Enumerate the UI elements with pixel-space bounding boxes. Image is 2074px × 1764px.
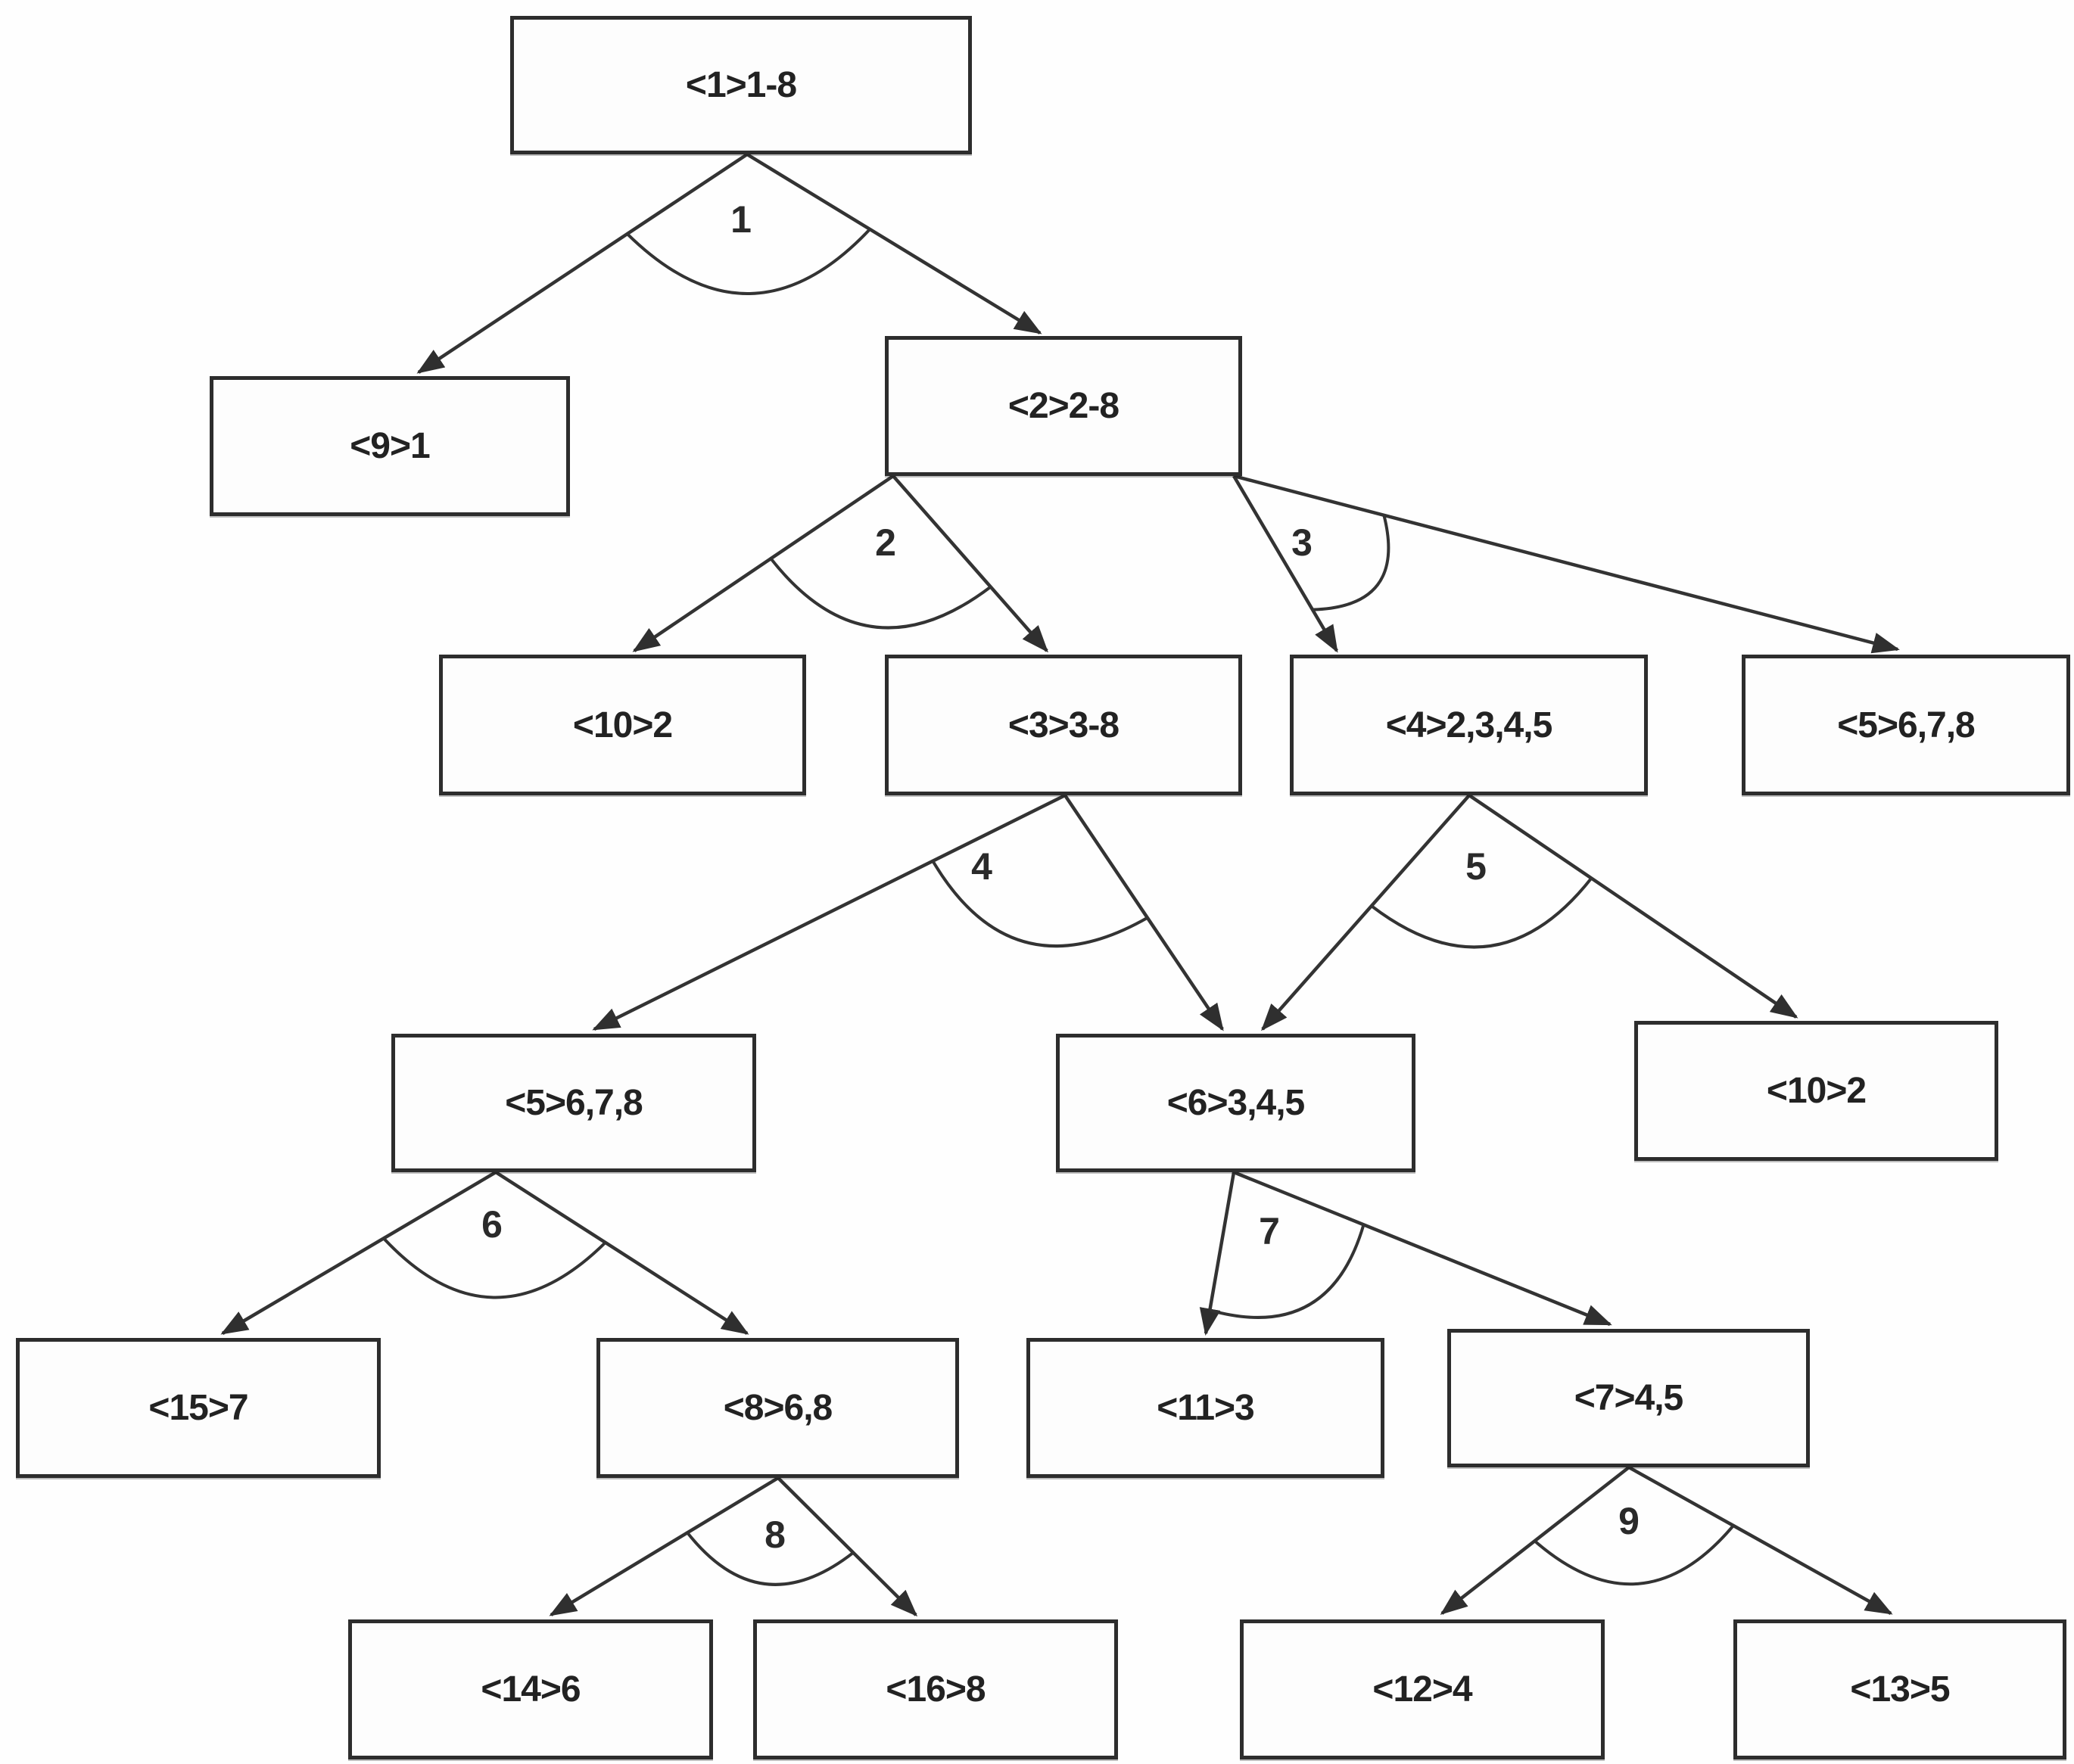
tree-node-label: <13>5	[1850, 1669, 1950, 1710]
tree-node-label: <1>1-8	[685, 65, 797, 105]
edge-n2-to-n4	[1232, 474, 1338, 653]
tree-node-n14: <14>6	[348, 1619, 713, 1759]
branch-arc-4	[931, 860, 1148, 948]
tree-node-label: <14>6	[481, 1669, 581, 1710]
tree-node-label: <2>2-8	[1007, 386, 1120, 426]
branch-label-6: 6	[481, 1203, 503, 1246]
tree-node-label: <10>2	[572, 705, 673, 745]
tree-node-n13: <13>5	[1733, 1619, 2066, 1759]
branch-arc-8	[686, 1532, 855, 1586]
branch-label-4: 4	[971, 845, 992, 888]
branch-arc-1	[626, 228, 871, 295]
edge-n6-to-n7	[1233, 1170, 1612, 1327]
branch-arc-5	[1370, 877, 1593, 949]
tree-node-label: <11>3	[1157, 1388, 1254, 1428]
tree-node-label: <10>2	[1766, 1071, 1867, 1111]
tree-node-n16: <16>8	[753, 1619, 1118, 1759]
edges-group: 1 2 3 4 5 6 7 8 9	[220, 153, 1900, 1617]
edge-n5b-to-n15	[220, 1171, 497, 1335]
tree-node-label: <15>7	[148, 1388, 248, 1428]
tree-node-label: <9>1	[350, 426, 430, 466]
edge-n2-to-n10a	[632, 474, 895, 652]
branch-label-7: 7	[1259, 1210, 1280, 1252]
branch-label-9: 9	[1618, 1500, 1640, 1542]
tree-node-label: <16>8	[886, 1669, 986, 1710]
branch-arc-6	[382, 1237, 607, 1299]
edge-n8-to-n16	[777, 1476, 918, 1617]
tree-node-label: <6>3,4,5	[1166, 1083, 1306, 1123]
branch-arc-2	[769, 557, 992, 630]
edge-n6-to-n11	[1199, 1171, 1236, 1336]
tree-node-label: <8>6,8	[723, 1388, 833, 1428]
tree-node-n1: <1>1-8	[510, 16, 972, 154]
edge-n4-to-n10b	[1468, 794, 1798, 1019]
tree-node-n5b: <5>6,7,8	[391, 1034, 756, 1172]
edge-n5b-to-n8	[494, 1171, 749, 1335]
branch-label-3: 3	[1291, 521, 1313, 564]
branch-arc-3	[1312, 515, 1390, 611]
branch-label-1: 1	[730, 198, 752, 241]
branch-label-8: 8	[765, 1514, 786, 1556]
tree-node-label: <7>4,5	[1574, 1378, 1683, 1418]
tree-node-n4: <4>2,3,4,5	[1290, 655, 1648, 795]
edge-n2-to-n3	[892, 474, 1048, 653]
tree-node-n10a: <10>2	[439, 655, 806, 795]
edge-n7-to-n13	[1627, 1466, 1893, 1615]
edge-n3-to-n5b	[592, 793, 1067, 1031]
edge-n1-to-n2	[746, 153, 1042, 334]
edge-n1-to-n9	[416, 153, 749, 374]
tree-node-n3: <3>3-8	[885, 655, 1242, 795]
tree-node-n2: <2>2-8	[885, 336, 1242, 476]
tree-node-n5a: <5>6,7,8	[1742, 655, 2070, 795]
tree-node-label: <12>4	[1372, 1669, 1472, 1710]
edge-n3-to-n6	[1063, 794, 1224, 1031]
edge-n8-to-n14	[549, 1476, 780, 1616]
tree-node-n9: <9>1	[210, 376, 570, 516]
tree-node-n11: <11>3	[1026, 1338, 1384, 1478]
tree-node-label: <4>2,3,4,5	[1385, 705, 1553, 745]
edge-n2-to-n5a	[1233, 474, 1900, 654]
edge-n4-to-n6	[1261, 794, 1471, 1031]
tree-node-label: <5>6,7,8	[1837, 705, 1976, 745]
tree-node-n7: <7>4,5	[1447, 1329, 1810, 1467]
tree-node-n8: <8>6,8	[596, 1338, 959, 1478]
branch-label-5: 5	[1465, 845, 1487, 888]
tree-node-n6: <6>3,4,5	[1056, 1034, 1415, 1172]
tree-node-n10b: <10>2	[1634, 1021, 1998, 1161]
branch-arc-9	[1534, 1524, 1735, 1586]
branch-label-2: 2	[875, 521, 896, 564]
tree-node-n15: <15>7	[16, 1338, 381, 1478]
tree-node-label: <5>6,7,8	[505, 1083, 643, 1123]
branch-arc-7	[1209, 1224, 1366, 1319]
tree-node-n12: <12>4	[1240, 1619, 1605, 1759]
tree-node-label: <3>3-8	[1007, 705, 1120, 745]
